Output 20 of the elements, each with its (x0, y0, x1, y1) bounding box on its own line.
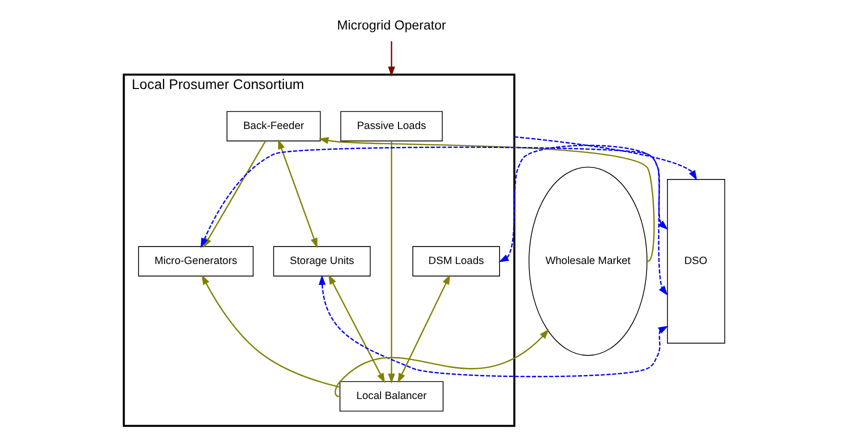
node-text: Microgrid Operator (336, 17, 446, 32)
arrow (318, 137, 654, 262)
node-box: Storage Units (272, 246, 370, 276)
arrow (201, 274, 340, 388)
node-box: Back-Feeder (226, 111, 320, 142)
arrow (278, 139, 317, 248)
arrow (498, 144, 668, 296)
arrow (388, 41, 395, 77)
node-box: Passive Loads (340, 111, 442, 142)
arrow (334, 329, 549, 397)
node-box: Local Balancer (339, 381, 444, 412)
node-ellipse: Wholesale Market (528, 166, 647, 356)
arrow (397, 274, 450, 384)
arrow (328, 274, 385, 384)
node-box: DSM Loads (412, 246, 500, 276)
node-box: Micro-Generators (138, 246, 254, 276)
arrow (514, 136, 697, 180)
arrow (388, 141, 395, 384)
node-box: DSO (666, 179, 725, 344)
arrow (318, 274, 668, 378)
